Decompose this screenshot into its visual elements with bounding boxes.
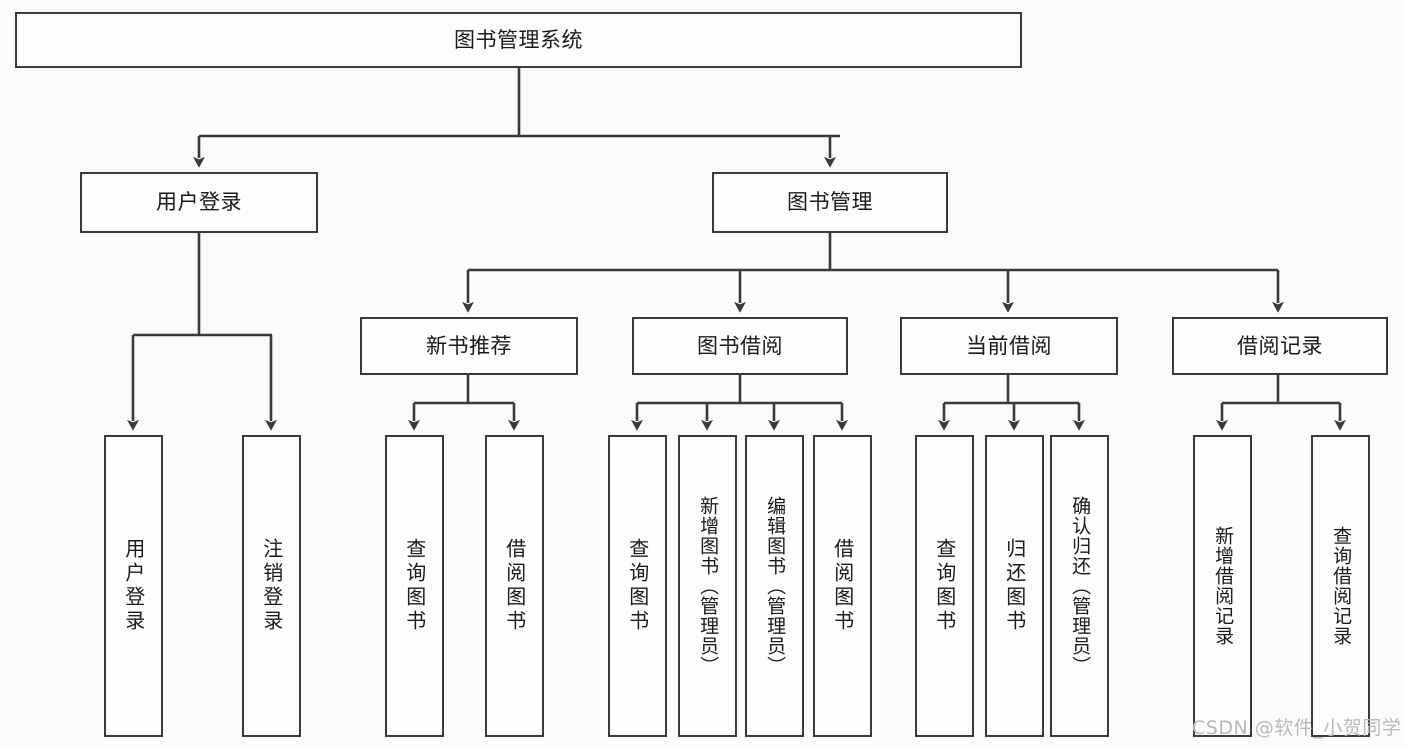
- node-user-login[interactable]: 用户登录: [80, 172, 318, 233]
- leaf-node[interactable]: 新增图书（管理员）: [678, 435, 737, 737]
- leaf-node-label: 新增图书（管理员）: [697, 496, 720, 676]
- leaf-node-label: 借阅图书: [502, 538, 527, 634]
- leaf-node[interactable]: 编辑图书（管理员）: [745, 435, 804, 737]
- leaf-node[interactable]: 查询借阅记录: [1311, 435, 1370, 737]
- node-new-book-recommend[interactable]: 新书推荐: [360, 317, 578, 375]
- node-borrow-records[interactable]: 借阅记录: [1172, 317, 1388, 375]
- node-book-borrow[interactable]: 图书借阅: [632, 317, 848, 375]
- leaf-node-label: 查询图书: [625, 538, 650, 634]
- leaf-node[interactable]: 借阅图书: [485, 435, 544, 737]
- node-current-borrow-label: 当前借阅: [966, 333, 1052, 358]
- leaf-node[interactable]: 借阅图书: [813, 435, 872, 737]
- node-book-borrow-label: 图书借阅: [697, 333, 783, 358]
- leaf-node-label: 新增借阅记录: [1212, 526, 1235, 646]
- node-borrow-records-label: 借阅记录: [1237, 333, 1323, 358]
- node-root[interactable]: 图书管理系统: [15, 12, 1022, 68]
- leaf-node[interactable]: 查询图书: [385, 435, 444, 737]
- node-current-borrow[interactable]: 当前借阅: [900, 317, 1118, 375]
- node-root-label: 图书管理系统: [454, 27, 583, 52]
- leaf-node-label: 确认归还（管理员）: [1069, 496, 1092, 676]
- node-new-book-recommend-label: 新书推荐: [426, 333, 512, 358]
- node-user-login-label: 用户登录: [156, 190, 242, 214]
- leaf-node[interactable]: 确认归还（管理员）: [1050, 435, 1109, 737]
- leaf-node-label: 借阅图书: [830, 538, 855, 634]
- node-book-management-label: 图书管理: [787, 190, 873, 214]
- leaf-node[interactable]: 新增借阅记录: [1193, 435, 1252, 737]
- leaf-node-label: 查询图书: [932, 538, 957, 634]
- leaf-node-label: 查询图书: [402, 538, 427, 634]
- node-book-management[interactable]: 图书管理: [712, 172, 948, 233]
- csdn-watermark: CSDN @软件_小贺同学: [1192, 717, 1402, 739]
- leaf-node-label: 注销登录: [259, 538, 284, 634]
- leaf-node[interactable]: 查询图书: [608, 435, 667, 737]
- leaf-node[interactable]: 注销登录: [242, 435, 301, 737]
- leaf-node-label: 归还图书: [1002, 538, 1027, 634]
- leaf-node-label: 用户登录: [121, 538, 146, 634]
- leaf-node[interactable]: 用户登录: [104, 435, 163, 737]
- leaf-node[interactable]: 查询图书: [915, 435, 974, 737]
- leaf-node[interactable]: 归还图书: [985, 435, 1044, 737]
- leaf-node-label: 查询借阅记录: [1330, 526, 1353, 646]
- leaf-node-label: 编辑图书（管理员）: [764, 496, 787, 676]
